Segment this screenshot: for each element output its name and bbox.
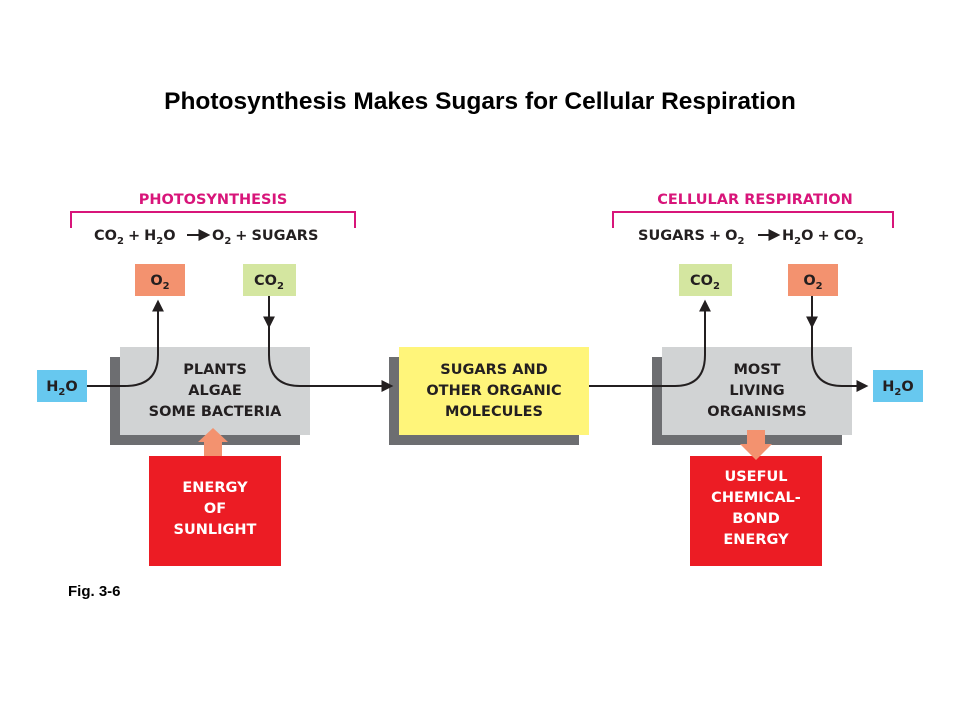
respiration-equation: SUGARS+O2 H2O+CO2	[638, 228, 864, 247]
svg-text:CO2: CO2	[690, 273, 720, 292]
sugars-organic-molecules-box: SUGARS AND OTHER ORGANIC MOLECULES	[389, 347, 589, 445]
respiration-bracket	[612, 211, 894, 228]
h2o-output-chip: H2O	[873, 370, 923, 402]
svg-text:SOME BACTERIA: SOME BACTERIA	[149, 404, 282, 420]
photosynthesis-header: PHOTOSYNTHESIS	[139, 192, 288, 208]
plants-to-sugars-arrow	[268, 326, 394, 392]
photosynthesis-bracket	[70, 211, 356, 228]
svg-text:LIVING: LIVING	[729, 383, 784, 399]
o2-input-chip: O2	[788, 264, 838, 296]
h2o-input-chip: H2O	[37, 370, 87, 402]
svg-text:CHEMICAL-: CHEMICAL-	[711, 490, 801, 506]
svg-text:CO2+H2O: CO2+H2O	[94, 228, 176, 247]
co2-output-chip: CO2	[679, 264, 732, 296]
h2o-to-o2-flow-arrow	[87, 299, 164, 387]
svg-text:H2O+CO2: H2O+CO2	[782, 228, 864, 247]
svg-text:SUGARS+O2: SUGARS+O2	[638, 228, 744, 247]
svg-text:O2: O2	[150, 273, 169, 292]
sunlight-energy-arrow	[198, 428, 228, 456]
svg-text:PLANTS: PLANTS	[183, 362, 247, 378]
svg-text:H2O: H2O	[46, 379, 77, 398]
svg-text:USEFUL: USEFUL	[724, 469, 787, 485]
svg-text:O2: O2	[803, 273, 822, 292]
svg-text:SUGARS AND: SUGARS AND	[440, 362, 547, 378]
plants-algae-bacteria-box: PLANTS ALGAE SOME BACTERIA	[110, 347, 310, 445]
co2-input-chip: CO2	[243, 264, 296, 296]
energy-of-sunlight-box: ENERGY OF SUNLIGHT	[149, 456, 281, 566]
svg-text:CO2: CO2	[254, 273, 284, 292]
respiration-header: CELLULAR RESPIRATION	[657, 192, 853, 208]
svg-text:ENERGY: ENERGY	[182, 480, 248, 496]
chemical-energy-arrow	[740, 430, 772, 460]
sugars-to-co2-arrow	[589, 299, 711, 387]
svg-text:ENERGY: ENERGY	[723, 532, 789, 548]
photosynthesis-equation: CO2+H2O O2+SUGARS	[94, 228, 318, 247]
useful-chemical-bond-energy-box: USEFUL CHEMICAL- BOND ENERGY	[690, 456, 822, 566]
svg-text:SUNLIGHT: SUNLIGHT	[174, 522, 257, 538]
svg-text:H2O: H2O	[882, 379, 913, 398]
svg-text:ALGAE: ALGAE	[188, 383, 242, 399]
svg-text:ORGANISMS: ORGANISMS	[707, 404, 806, 420]
svg-text:MOST: MOST	[733, 362, 780, 378]
svg-text:OF: OF	[204, 501, 226, 517]
svg-text:O2+SUGARS: O2+SUGARS	[212, 228, 318, 247]
figure-label: Fig. 3-6	[68, 583, 121, 600]
svg-text:OTHER ORGANIC: OTHER ORGANIC	[426, 383, 561, 399]
page-title: Photosynthesis Makes Sugars for Cellular…	[164, 88, 796, 115]
o2-output-chip: O2	[135, 264, 185, 296]
svg-text:BOND: BOND	[732, 511, 780, 527]
svg-text:MOLECULES: MOLECULES	[445, 404, 543, 420]
organisms-to-h2o-arrow	[811, 326, 869, 392]
